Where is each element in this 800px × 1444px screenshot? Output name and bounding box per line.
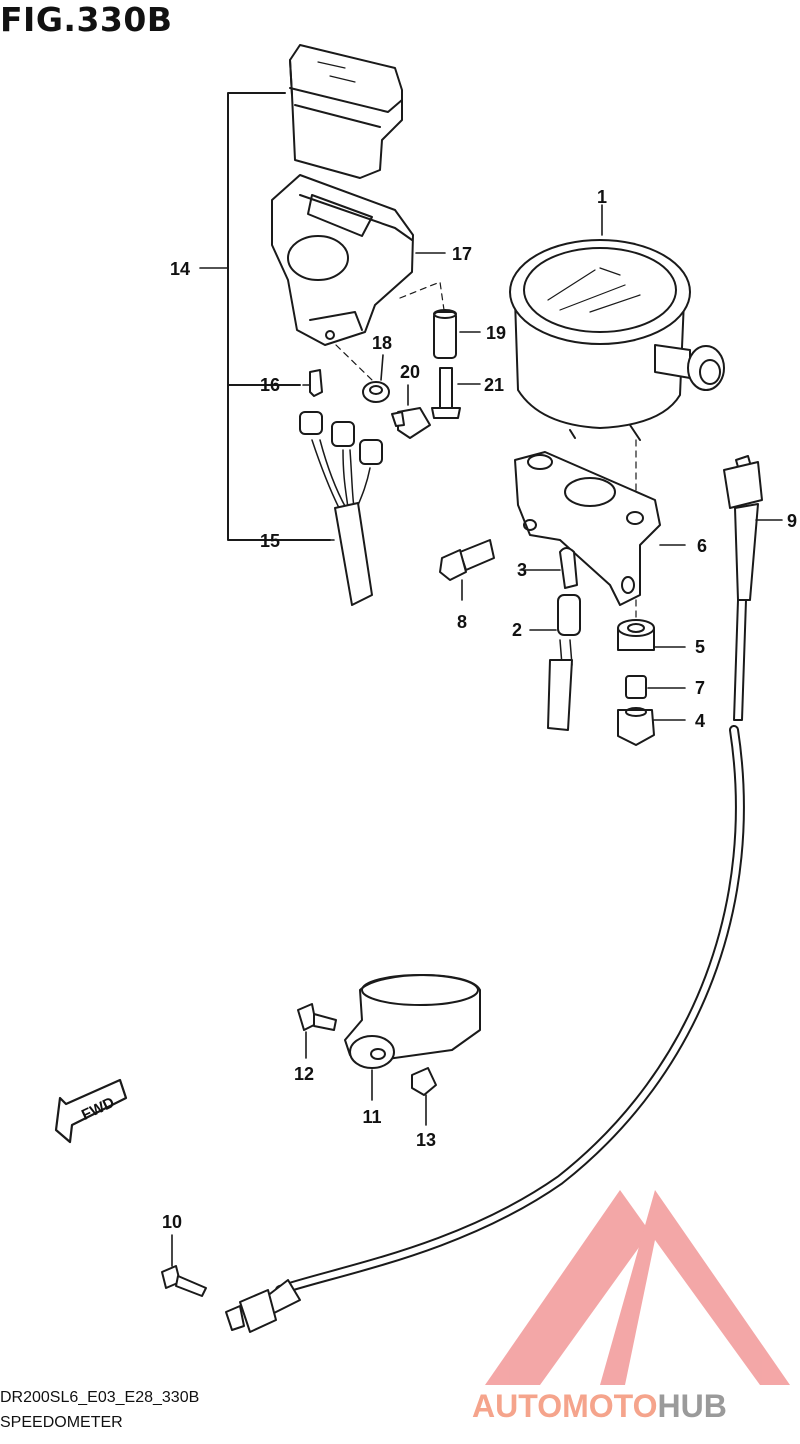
speedometer-meter [509,239,725,441]
callout-9: 9 [787,511,797,531]
callout-16: 16 [260,375,280,395]
watermark-triangle-right [600,1190,790,1385]
watermark-text-hub: HUB [657,1388,726,1424]
callout-6: 6 [697,536,707,556]
callout-19: 19 [486,323,506,343]
long-screw [431,367,461,419]
callout-8: 8 [457,612,467,632]
cable-screw [161,1265,207,1297]
guide-line [335,281,445,381]
leader-lines [171,204,783,1267]
callout-2: 2 [512,620,522,640]
footer-code: DR200SL6_E03_E28_330B [0,1389,200,1406]
callout-12: 12 [294,1064,314,1084]
callout-10: 10 [162,1212,182,1232]
screw [391,407,431,439]
cable-clamp [344,974,481,1069]
meter-bracket [514,451,661,606]
footer-name: SPEEDOMETER [0,1414,123,1431]
group-bracket [227,92,331,541]
callout-5: 5 [695,637,705,657]
callout-17: 17 [452,244,472,264]
callout-20: 20 [400,362,420,382]
callout-13: 13 [416,1130,436,1150]
callout-7: 7 [695,678,705,698]
figure-title: FIG.330B [0,0,173,39]
nut [617,707,655,746]
callout-3: 3 [517,560,527,580]
watermark-text-auto: AUTOMOTO [472,1388,657,1424]
callout-15: 15 [260,531,280,551]
meter-socket [547,594,581,731]
speedometer-cable [225,455,763,1333]
callout-18: 18 [372,333,392,353]
callout-labels: 1 2 3 4 5 6 7 8 9 10 11 12 13 14 15 16 1… [162,187,797,1232]
watermark-text: AUTOMOTOHUB [472,1388,727,1424]
collar [433,309,457,359]
watermark-triangle-left [485,1190,650,1385]
grommet [362,381,390,403]
callout-11: 11 [362,1107,381,1127]
callout-1: 1 [597,187,607,207]
callout-14: 14 [170,259,190,279]
clamp-bolt [297,1003,337,1031]
callout-4: 4 [695,711,705,731]
fwd-arrow-icon [54,1078,128,1144]
bracket-bolt [439,539,495,581]
indicator-housing [271,174,414,346]
wiring-harness [299,411,383,606]
indicator-cover [289,44,403,179]
spacer [625,675,647,699]
bulb-socket [309,369,323,397]
meter-bulb [559,547,578,589]
watermark-logo [485,1190,790,1385]
clamp-nut [411,1067,437,1096]
callout-21: 21 [484,375,504,395]
damper [617,619,655,651]
